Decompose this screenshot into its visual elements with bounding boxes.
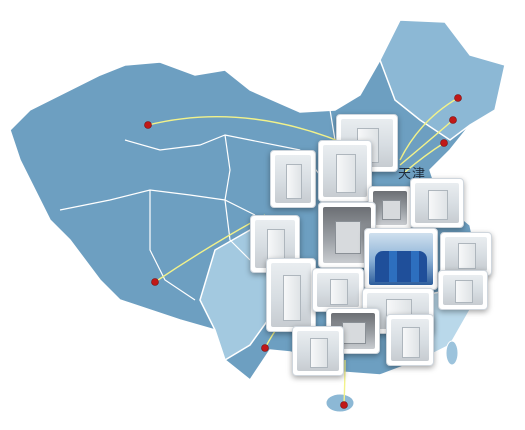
photo-thumbnail	[266, 258, 316, 332]
city-marker	[440, 139, 448, 147]
photo-thumbnail	[410, 178, 464, 228]
photo-thumbnail	[438, 270, 488, 310]
route-line	[399, 97, 459, 161]
route-line	[147, 115, 361, 151]
photo-thumbnail	[292, 326, 344, 376]
photo-thumbnail	[318, 202, 376, 268]
city-marker	[454, 94, 462, 102]
city-markers	[144, 94, 462, 409]
hainan-island	[325, 393, 355, 413]
photo-thumbnail	[440, 232, 492, 276]
northeast-region	[379, 19, 506, 141]
route-line	[343, 359, 346, 406]
city-marker	[261, 344, 269, 352]
city-marker	[151, 278, 159, 286]
photo-thumbnail	[270, 150, 316, 208]
photo-thumbnail	[318, 140, 372, 202]
route-line	[399, 119, 454, 166]
city-marker	[340, 401, 348, 409]
city-marker	[144, 121, 152, 129]
taiwan-island	[445, 340, 459, 366]
photo-thumbnail	[364, 228, 438, 290]
photo-thumbnail	[386, 314, 434, 366]
city-marker	[449, 116, 457, 124]
photo-thumbnail	[312, 268, 364, 312]
